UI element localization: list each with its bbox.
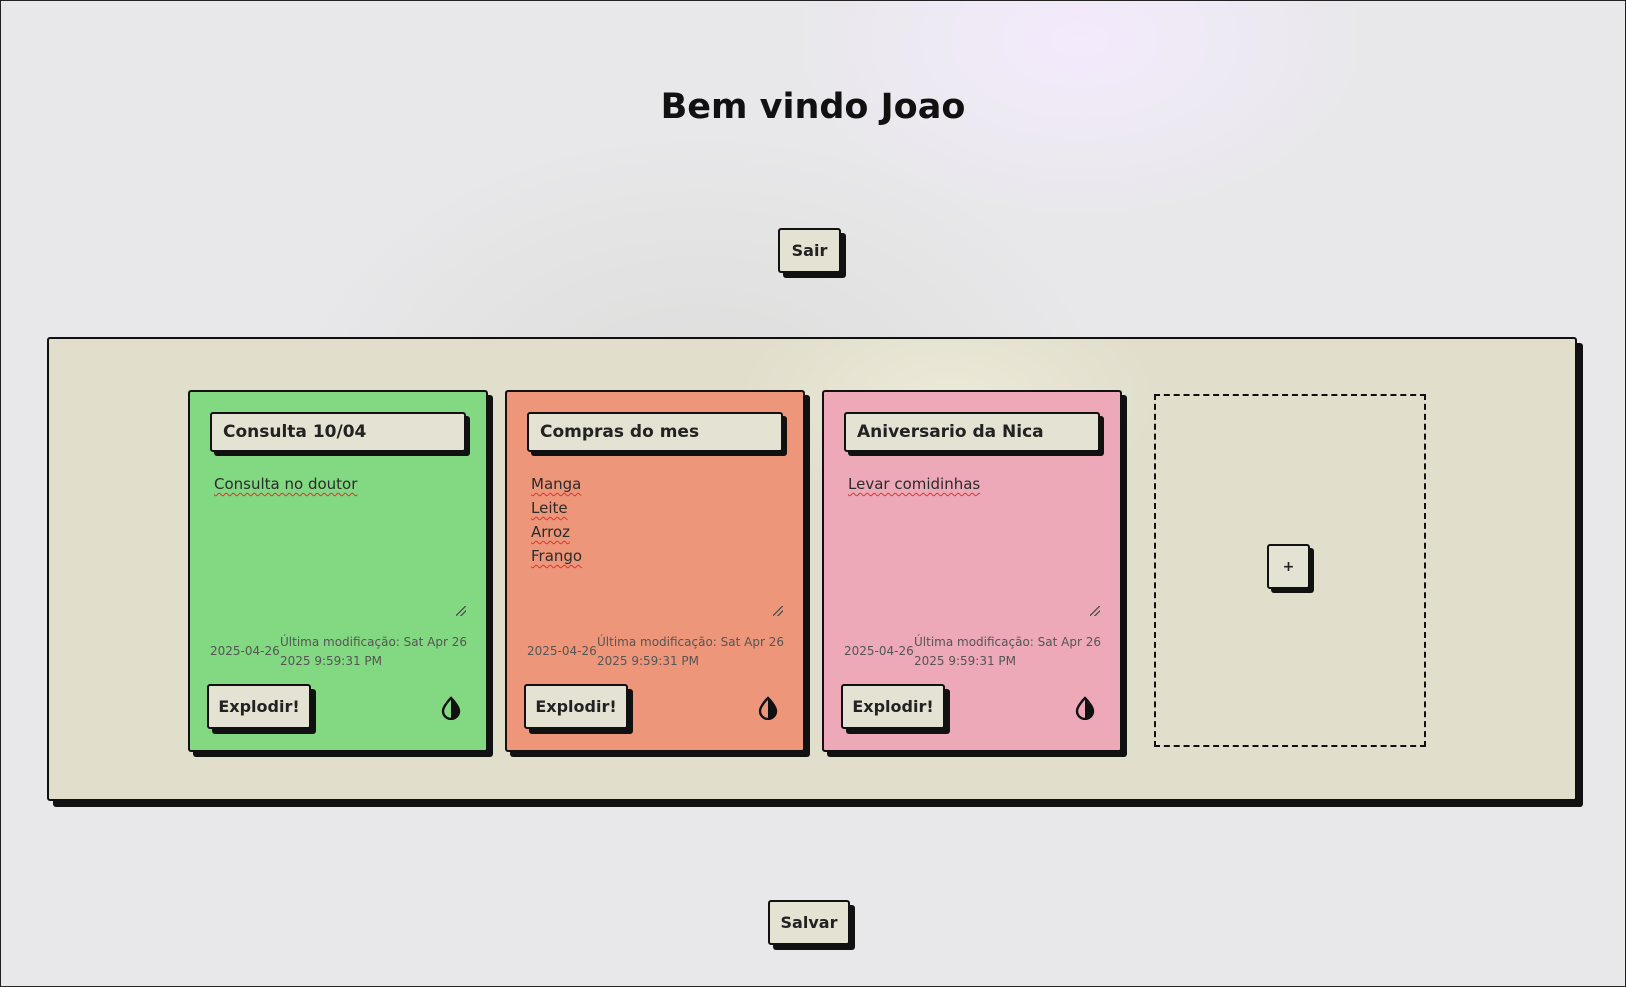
note-date: 2025-04-26 [210, 644, 280, 658]
note-card: Aniversario da Nica Levar comidinhas 202… [822, 390, 1122, 752]
note-title-input[interactable]: Aniversario da Nica [844, 412, 1100, 452]
contrast-icon[interactable] [1073, 696, 1097, 720]
add-note-slot: + [1154, 394, 1426, 747]
welcome-title: Bem vindo Joao [660, 87, 966, 127]
note-card: Consulta 10/04 Consulta no doutor 2025-0… [188, 390, 488, 752]
note-body-textarea[interactable]: Manga Leite Arroz Frango [531, 472, 787, 608]
note-card: Compras do mes Manga Leite Arroz Frango … [505, 390, 805, 752]
explode-button[interactable]: Explodir! [207, 684, 311, 729]
note-body-line: Manga [531, 475, 582, 493]
note-body-textarea[interactable]: Levar comidinhas [848, 472, 1104, 608]
logout-button[interactable]: Sair [778, 228, 841, 273]
note-body-textarea[interactable]: Consulta no doutor [214, 472, 470, 608]
contrast-icon[interactable] [756, 696, 780, 720]
note-last-modified: Última modificação: Sat Apr 26 2025 9:59… [280, 635, 467, 668]
note-last-modified: Última modificação: Sat Apr 26 2025 9:59… [914, 635, 1101, 668]
save-button[interactable]: Salvar [768, 900, 850, 945]
contrast-icon[interactable] [439, 696, 463, 720]
note-last-modified: Última modificação: Sat Apr 26 2025 9:59… [597, 635, 784, 668]
resize-handle-icon[interactable] [773, 606, 783, 616]
note-date: 2025-04-26 [844, 644, 914, 658]
notes-board: Consulta 10/04 Consulta no doutor 2025-0… [47, 337, 1577, 801]
note-body-line: Arroz [531, 523, 571, 541]
note-date: 2025-04-26 [527, 644, 597, 658]
add-note-button[interactable]: + [1267, 544, 1310, 589]
note-body-line: Frango [531, 547, 583, 565]
explode-button[interactable]: Explodir! [841, 684, 945, 729]
note-body-line: Leite [531, 499, 568, 517]
note-body-line: Levar comidinhas [848, 475, 981, 493]
note-title-input[interactable]: Consulta 10/04 [210, 412, 466, 452]
explode-button[interactable]: Explodir! [524, 684, 628, 729]
note-title-input[interactable]: Compras do mes [527, 412, 783, 452]
resize-handle-icon[interactable] [456, 606, 466, 616]
resize-handle-icon[interactable] [1090, 606, 1100, 616]
note-body-line: Consulta no doutor [214, 475, 358, 493]
